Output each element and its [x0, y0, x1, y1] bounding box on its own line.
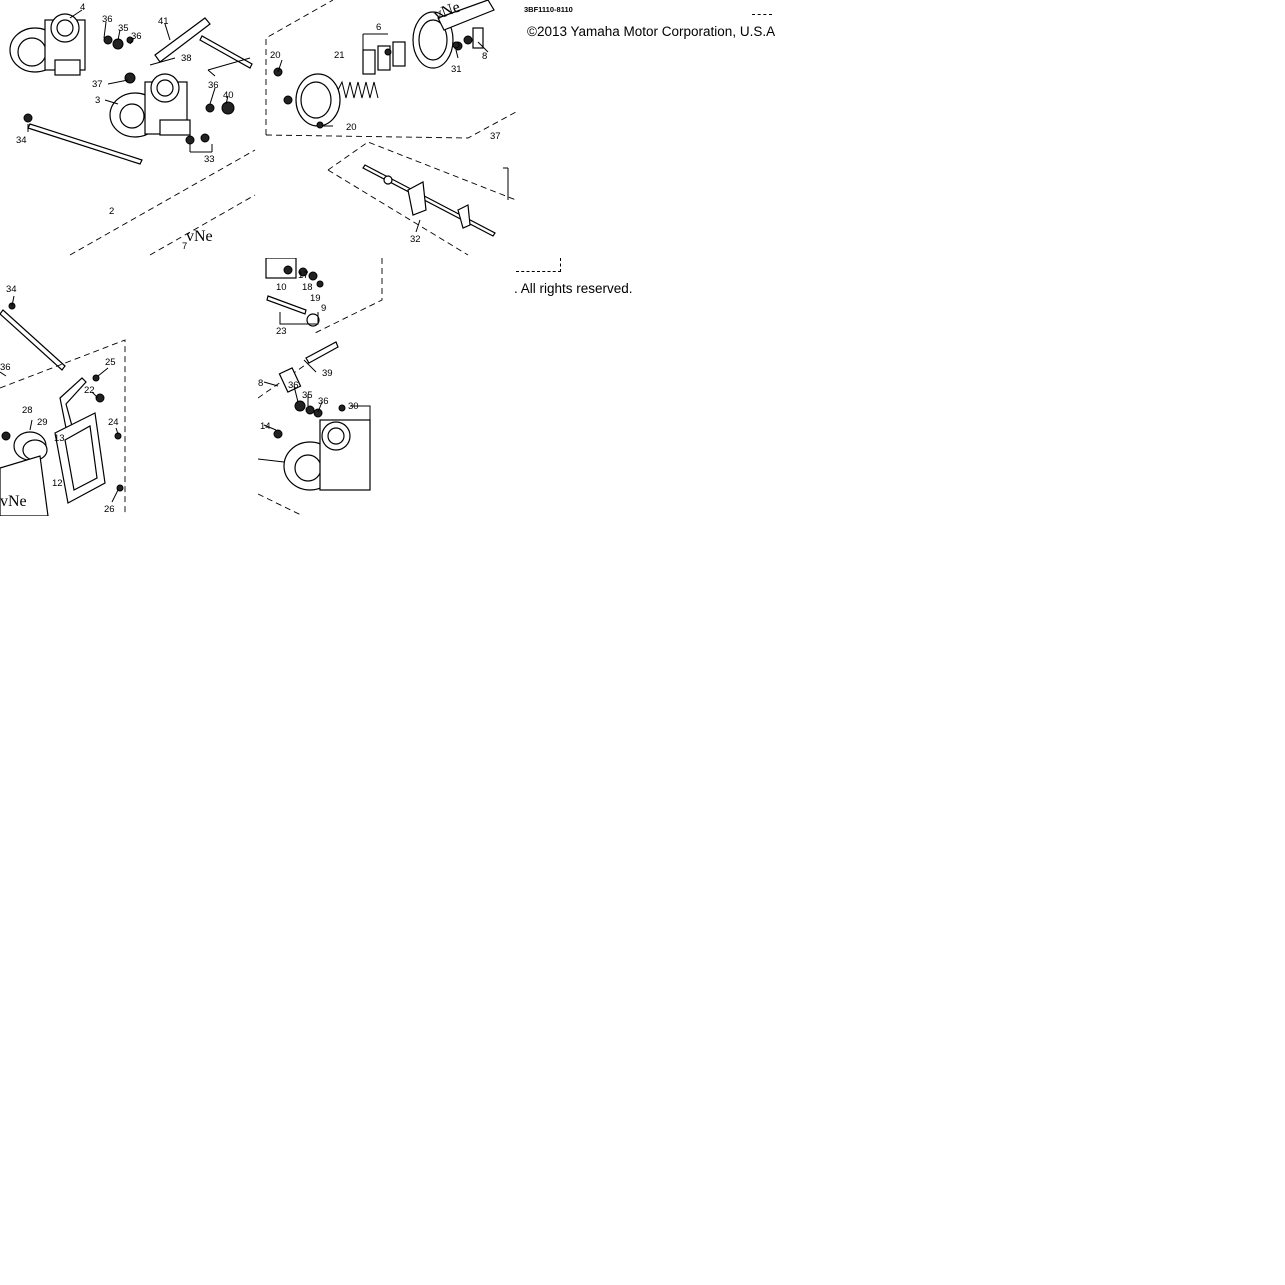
callout-36: 36 [131, 31, 142, 42]
copyright-text: ©2013 Yamaha Motor Corporation, U.S.A [527, 24, 776, 39]
callout-6: 6 [376, 22, 381, 33]
linkage-rod [199, 35, 253, 69]
callout-13: 13 [54, 433, 65, 444]
callout-9: 9 [321, 303, 326, 314]
callout-17: 17 [298, 270, 309, 281]
callout-25: 25 [105, 357, 116, 368]
callout-2: 2 [109, 206, 114, 217]
callout-36: 36 [102, 14, 113, 25]
carburetor-body-left [9, 13, 86, 76]
watermark: vNe [0, 493, 27, 510]
callout-33: 33 [204, 154, 215, 165]
throttle-shaft [27, 123, 143, 165]
callout-22: 22 [84, 385, 95, 396]
callout-7: 7 [182, 241, 187, 252]
callout-28: 28 [22, 405, 33, 416]
callout-36: 36 [288, 380, 299, 391]
callout-35: 35 [118, 23, 129, 34]
hose [305, 341, 339, 364]
diagram-tile-bottom-left: 34 36 25 22 28 29 24 13 12 26 vNe [0, 258, 258, 516]
callout-36: 36 [0, 362, 11, 373]
callout-35: 35 [302, 390, 313, 401]
callout-38: 38 [181, 53, 192, 64]
callout-3: 3 [95, 95, 100, 106]
linkage-assembly-drawing: 34 36 25 22 28 29 24 13 12 26 vNe [0, 284, 126, 516]
throttle-rod [0, 309, 66, 371]
callout-8: 8 [482, 51, 487, 62]
diagram-tile-top-right: 6 20 21 31 8 20 37 32 vNe [258, 0, 516, 258]
callout-21: 21 [334, 50, 345, 61]
callout-4: 4 [80, 2, 85, 13]
callout-37: 37 [92, 79, 103, 90]
carburetor-assembly-drawing: 4 36 35 36 41 38 37 3 36 40 34 33 2 7 vN… [9, 2, 256, 256]
diaphragm-assembly-drawing: 6 20 21 31 8 20 37 32 vNe [265, 0, 516, 256]
callout-40: 40 [223, 90, 234, 101]
watermark: vNe [186, 228, 213, 245]
diagram-tile-top-left: 4 36 35 36 41 38 37 3 36 40 34 33 2 7 vN… [0, 0, 258, 258]
callout-19: 19 [310, 293, 321, 304]
callout-34: 34 [16, 135, 27, 146]
spring [337, 80, 379, 99]
corner-mark [516, 258, 561, 272]
callout-31: 31 [451, 64, 462, 75]
callout-26: 26 [104, 504, 115, 515]
hose [154, 17, 211, 63]
callout-32: 32 [410, 234, 421, 245]
callout-14: 14 [260, 421, 271, 432]
callout-36: 36 [208, 80, 219, 91]
callout-36: 36 [318, 396, 329, 407]
carburetor-2-drawing: 17 18 10 19 9 23 39 8 36 35 36 30 14 [258, 258, 383, 516]
copyright-text-continued: . All rights reserved. [514, 281, 633, 296]
corner-dash [752, 14, 772, 15]
callout-23: 23 [276, 326, 287, 337]
callout-41: 41 [158, 16, 169, 27]
callout-12: 12 [52, 478, 63, 489]
callout-8: 8 [258, 378, 263, 389]
callout-39: 39 [322, 368, 333, 379]
callout-10: 10 [276, 282, 287, 293]
carburetor-body-right [109, 73, 191, 138]
callout-29: 29 [37, 417, 48, 428]
diagram-tile-bottom-middle: 17 18 10 19 9 23 39 8 36 35 36 30 14 [258, 258, 516, 516]
callout-20: 20 [346, 122, 357, 133]
callout-18: 18 [302, 282, 313, 293]
callout-30: 30 [348, 401, 359, 412]
callout-37: 37 [490, 131, 501, 142]
callout-34: 34 [6, 284, 17, 295]
part-code: 3BF1110-8110 [524, 5, 573, 14]
callout-24: 24 [108, 417, 119, 428]
choke-shaft [362, 164, 496, 237]
callout-20: 20 [270, 50, 281, 61]
